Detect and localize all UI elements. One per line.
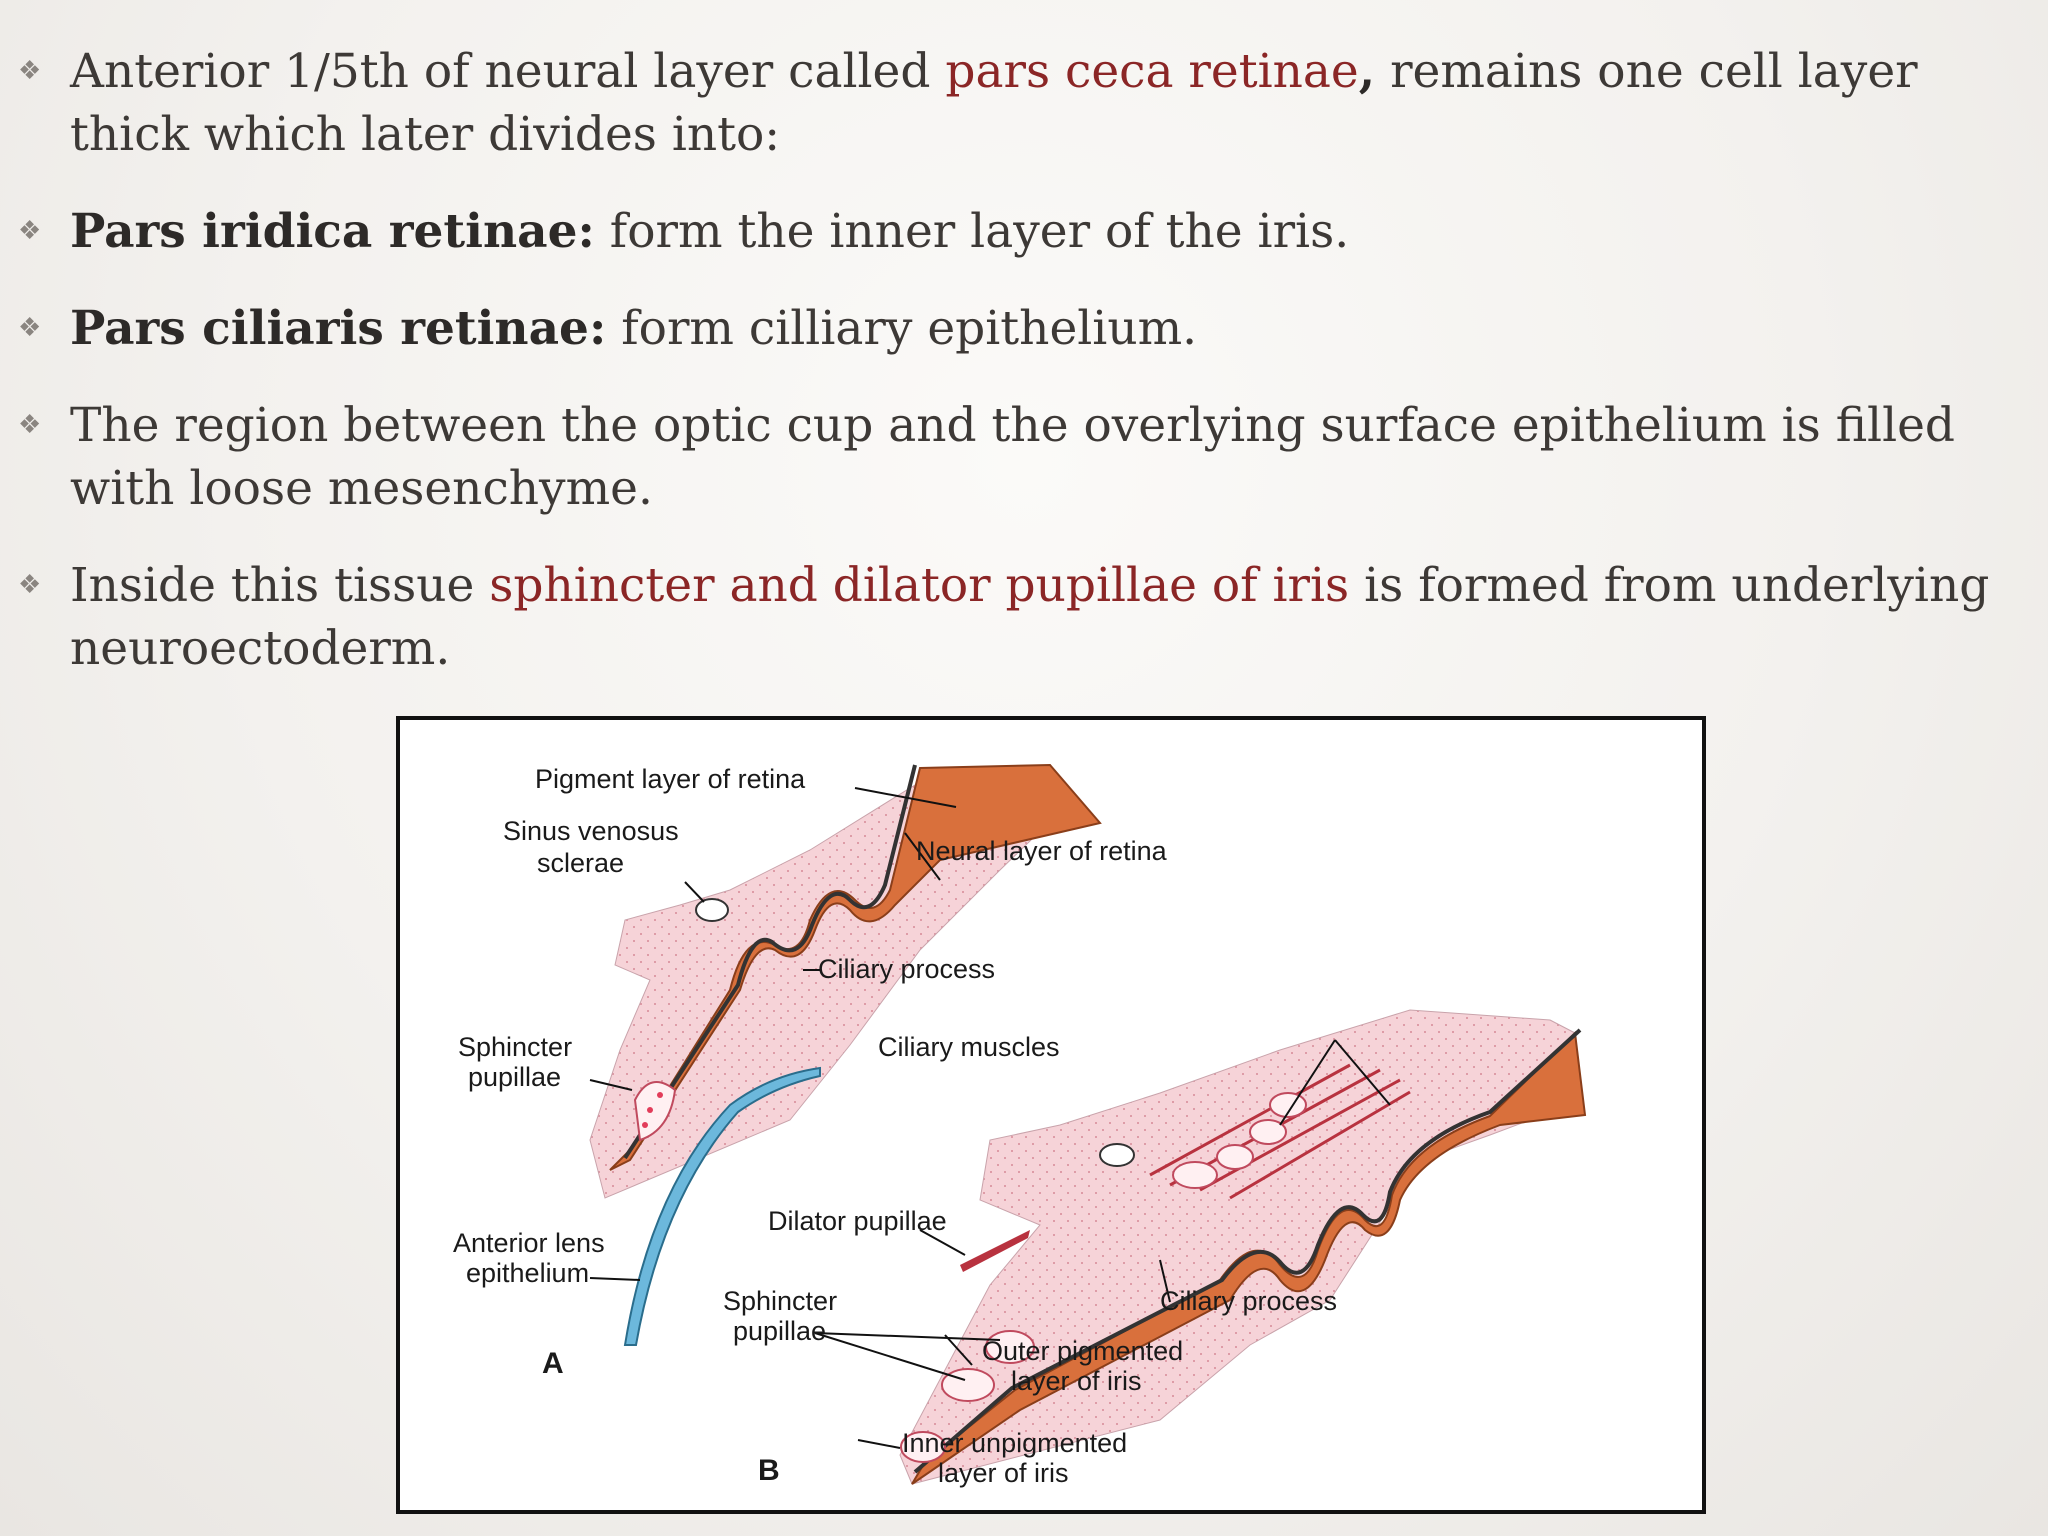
bullet-1-comma: , (1358, 44, 1376, 99)
label-neural-layer: Neural layer of retina (916, 836, 1168, 866)
label-sphincter-a-1: Sphincter (458, 1032, 572, 1062)
label-sphincter-b-2: pupillae (733, 1316, 826, 1346)
leader-outer (944, 1334, 973, 1366)
label-inner-1: Inner unpigmented (902, 1428, 1127, 1458)
panel-b-sphincter-1 (941, 1368, 995, 1402)
label-outer-1: Outer pigmented (982, 1336, 1183, 1366)
leader-pigment (854, 787, 957, 808)
bullet-1-text: Anterior 1/5th of neural layer called (70, 44, 946, 99)
panel-a-pigment-line (623, 764, 917, 1160)
leader-sphincter-a (589, 1079, 633, 1091)
label-ciliary-process-b: Ciliary process (1160, 1286, 1337, 1316)
panel-b-tip (900, 1431, 946, 1463)
label-dilator: Dilator pupillae (768, 1206, 947, 1236)
label-sinus-2: sclerae (537, 848, 624, 878)
bullet-2-text: form the inner layer of the iris. (594, 204, 1350, 259)
bullet-1-highlight: pars ceca retinae (945, 44, 1359, 99)
bullet-marker-icon: ❖ (18, 313, 42, 343)
bullet-list: ❖ Anterior 1/5th of neural layer called … (0, 40, 2048, 714)
leader-ciliary-muscles-1 (1334, 1039, 1391, 1106)
label-ant-lens-2: epithelium (466, 1258, 589, 1288)
bullet-5-text: Inside this tissue (70, 558, 490, 613)
bullet-marker-icon: ❖ (18, 570, 42, 600)
bullet-3: ❖ Pars ciliaris retinae: form cilliary e… (0, 297, 2018, 360)
label-sphincter-b-1: Sphincter (723, 1286, 837, 1316)
bullet-2-term: Pars iridica retinae: (70, 204, 595, 259)
bullet-5-text-end: is formed from underlying neuroectoderm. (70, 558, 1990, 676)
bullet-marker-icon: ❖ (18, 216, 42, 246)
label-sphincter-a-2: pupillae (468, 1062, 561, 1092)
label-ciliary-muscles: Ciliary muscles (878, 1032, 1060, 1062)
leader-inner (857, 1439, 901, 1449)
bullet-marker-icon: ❖ (18, 410, 42, 440)
leader-sinus (684, 881, 705, 903)
label-outer-2: layer of iris (1011, 1366, 1142, 1396)
bullet-3-term: Pars ciliaris retinae: (70, 301, 607, 356)
leader-dilator (919, 1229, 966, 1256)
panel-b-sinus-venosus (1099, 1143, 1135, 1167)
panel-a-sinus-venosus (695, 898, 729, 922)
label-panel-b: B (758, 1454, 780, 1487)
leader-ciliary-process-b (1159, 1259, 1171, 1303)
bullet-3-text: form cilliary epithelium. (606, 301, 1198, 356)
label-ciliary-process-a: Ciliary process (818, 954, 995, 984)
label-pigment-layer: Pigment layer of retina (535, 764, 806, 794)
label-ant-lens-1: Anterior lens (453, 1228, 605, 1258)
bullet-5: ❖ Inside this tissue sphincter and dilat… (0, 554, 2018, 680)
bullet-4-text: The region between the optic cup and the… (70, 398, 1956, 516)
iris-development-figure: Pigment layer of retina Sinus venosus sc… (396, 716, 1706, 1514)
label-panel-a: A (542, 1347, 564, 1380)
bullet-marker-icon: ❖ (18, 56, 42, 86)
bullet-2: ❖ Pars iridica retinae: form the inner l… (0, 200, 2018, 263)
panel-a-lens-epithelium (623, 1066, 821, 1346)
panel-b-pigment-line (913, 1028, 1582, 1474)
label-sinus-1: Sinus venosus (503, 816, 679, 846)
bullet-1-text-end: remains one cell layer thick which later… (70, 44, 1918, 162)
bullet-1: ❖ Anterior 1/5th of neural layer called … (0, 40, 2018, 166)
leader-sphincter-b-1 (814, 1332, 966, 1381)
panel-a-neural-layer (609, 763, 1102, 1171)
figure-svg: Pigment layer of retina Sinus venosus sc… (453, 763, 1587, 1488)
panel-b-dilator (960, 1230, 1030, 1272)
panel-b-neural-layer (911, 1030, 1587, 1485)
bullet-5-highlight: sphincter and dilator pupillae of iris (489, 558, 1350, 613)
leader-ciliary-muscles-2 (1279, 1039, 1336, 1126)
leader-sphincter-b-2 (814, 1332, 1001, 1341)
label-inner-2: layer of iris (938, 1458, 1069, 1488)
leader-lens (589, 1277, 641, 1281)
bullet-4: ❖ The region between the optic cup and t… (0, 394, 2018, 520)
leader-neural (904, 832, 941, 881)
